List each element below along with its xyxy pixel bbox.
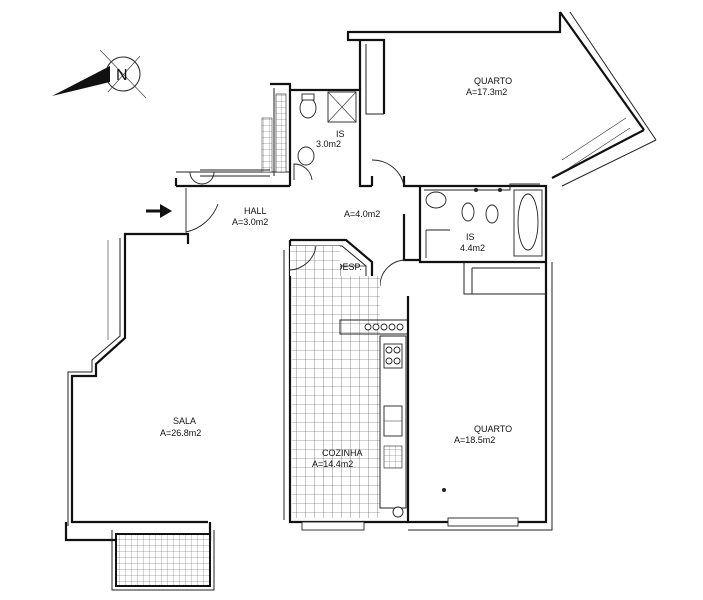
sink-right — [425, 191, 447, 209]
is-top-label: IS — [336, 129, 345, 139]
room-quarto-top: QUARTO A=17.3m2 — [346, 11, 657, 187]
quarto-right-label: QUARTO — [474, 424, 512, 434]
quarto-top-label: QUARTO — [474, 76, 512, 86]
compass: N — [52, 49, 147, 99]
water-heater — [392, 506, 404, 518]
balcony-tiles — [115, 533, 211, 587]
hall-label: HALL — [244, 206, 267, 216]
kitchen-counter-top — [364, 323, 404, 331]
door-quarto-top — [371, 159, 405, 187]
quarto-right-area: A=18.5m2 — [454, 435, 495, 445]
compass-letter: N — [116, 67, 128, 84]
is-right-area: 4.4m2 — [460, 243, 485, 253]
cozinha-label: COZINHA — [322, 448, 363, 458]
door-quarto-right — [379, 259, 407, 287]
balcony — [64, 522, 215, 591]
bidet-right — [485, 204, 499, 224]
is-right-label: IS — [466, 232, 475, 242]
desp-label: DESP. — [336, 262, 362, 272]
hall-area: A=3.0m2 — [232, 217, 268, 227]
sala-label: SALA — [173, 416, 196, 426]
door-is-top — [293, 163, 313, 181]
room-sala: SALA A=26.8m2 — [67, 232, 208, 526]
toilet-right — [461, 202, 475, 222]
entry-door — [185, 188, 219, 233]
quarto-right-window — [447, 517, 519, 527]
room-is-right: IS 4.4m2 — [418, 183, 548, 264]
room-cozinha: COZINHA A=14.4m2 — [283, 240, 409, 531]
room-quarto-right: QUARTO A=18.5m2 — [406, 262, 553, 531]
stair-area — [189, 117, 273, 185]
entrance-arrow-icon — [146, 204, 172, 218]
door-is-right — [425, 229, 450, 258]
toilet-top — [299, 97, 317, 119]
cozinha-area: A=14.4m2 — [312, 459, 353, 469]
sala-area: A=26.8m2 — [160, 428, 201, 438]
kitchen-window — [301, 521, 365, 531]
sink-top — [297, 146, 315, 166]
quarto-top-area: A=17.3m2 — [466, 87, 507, 97]
compass-north-arrow-icon — [52, 66, 110, 96]
is-top-area: 3.0m2 — [316, 139, 341, 149]
corridor-area: A=4.0m2 — [344, 209, 380, 219]
entry-hall: HALL A=3.0m2 — [174, 171, 290, 244]
room-is-top: IS 3.0m2 — [270, 82, 372, 188]
